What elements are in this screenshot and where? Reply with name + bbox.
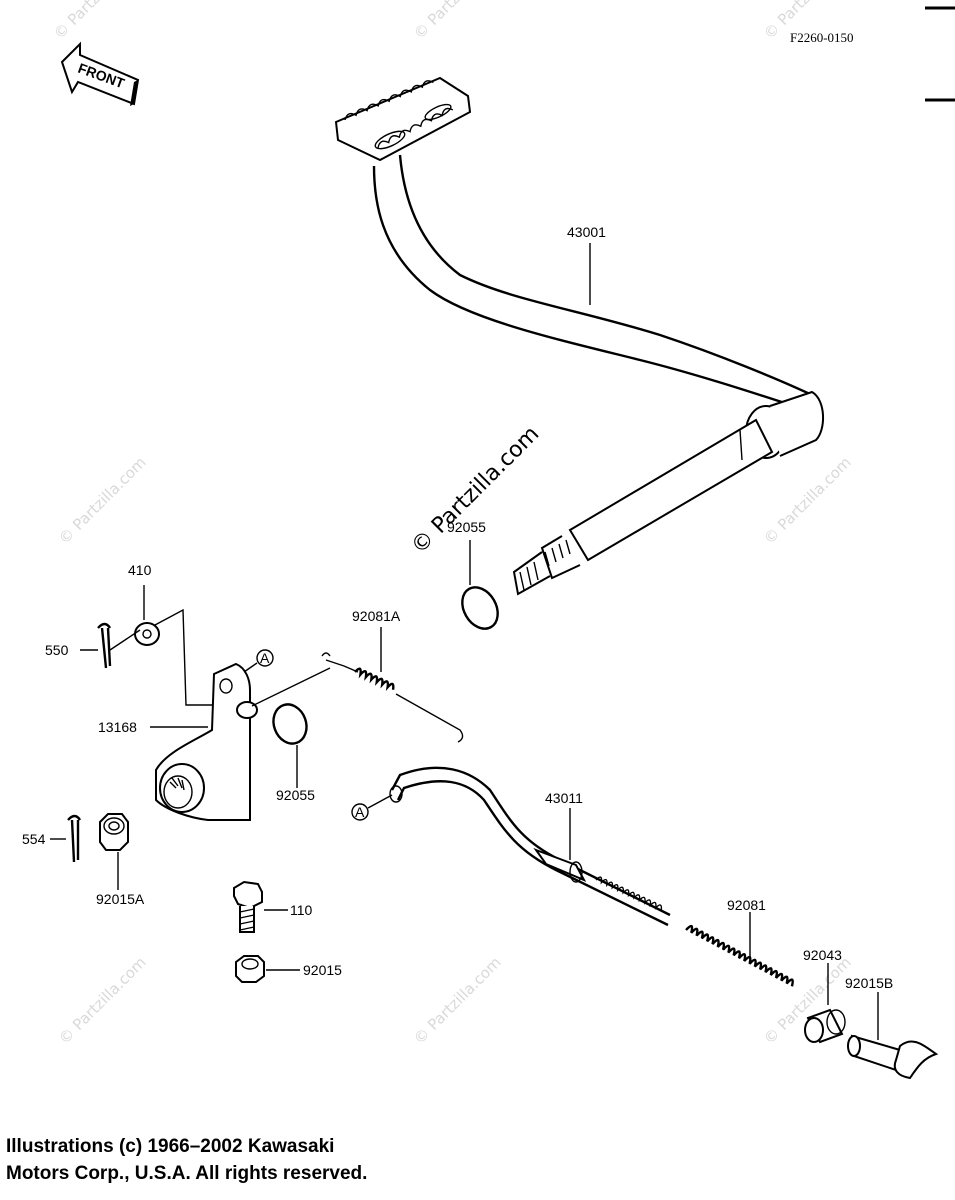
ref-a-top: A bbox=[260, 650, 270, 666]
collar-92043 bbox=[804, 1008, 846, 1044]
watermark: © Partzilla.com bbox=[50, 0, 145, 43]
callout-92015B: 92015B bbox=[845, 975, 893, 991]
o-ring-92055-top bbox=[461, 586, 499, 630]
callout-554: 554 bbox=[22, 831, 46, 847]
callout-92055-bottom: 92055 bbox=[276, 787, 315, 803]
front-arrow-icon: FRONT bbox=[60, 41, 140, 106]
spring-92081 bbox=[685, 924, 794, 987]
nut-92015A bbox=[99, 813, 129, 851]
callout-550: 550 bbox=[45, 642, 69, 658]
watermark: © Partzilla.com bbox=[410, 0, 505, 43]
brake-pedal-43001 bbox=[334, 76, 824, 596]
watermark: © Partzilla.com bbox=[55, 953, 150, 1048]
callout-13168: 13168 bbox=[98, 719, 137, 735]
callout-43001: 43001 bbox=[567, 224, 606, 240]
callout-92015A: 92015A bbox=[96, 891, 145, 907]
washer-410 bbox=[134, 622, 160, 646]
diagram-code: F2260-0150 bbox=[790, 30, 854, 45]
callout-92015: 92015 bbox=[303, 962, 342, 978]
footer-line-2: Motors Corp., U.S.A. All rights reserved… bbox=[6, 1163, 368, 1184]
watermark: © Partzilla.com bbox=[55, 453, 150, 548]
return-spring-92081A bbox=[251, 652, 464, 743]
copyright-footer: Illustrations (c) 1966–2002 Kawasaki Mot… bbox=[6, 1133, 367, 1187]
callout-92043: 92043 bbox=[803, 947, 842, 963]
callout-43011: 43011 bbox=[545, 790, 583, 806]
watermark: © Partzilla.com bbox=[410, 953, 505, 1048]
bolt-110 bbox=[233, 880, 263, 933]
o-ring-92055-bottom bbox=[272, 703, 308, 745]
watermark: © Partzilla.com bbox=[760, 453, 855, 548]
center-watermark: © Partzilla.com bbox=[407, 422, 545, 560]
callout-92055-top: 92055 bbox=[447, 519, 486, 535]
callout-110: 110 bbox=[290, 902, 313, 918]
callout-92081A: 92081A bbox=[352, 608, 401, 624]
brake-rod-43011 bbox=[389, 766, 671, 927]
footer-line-1: Illustrations (c) 1966–2002 Kawasaki bbox=[6, 1136, 335, 1157]
cotter-pin-550 bbox=[97, 622, 112, 669]
lever-13168 bbox=[155, 662, 258, 821]
callout-92081: 92081 bbox=[727, 897, 766, 913]
cotter-pin-554 bbox=[67, 814, 82, 863]
wing-nut-92015B bbox=[847, 1034, 939, 1080]
callout-410: 410 bbox=[128, 562, 152, 578]
nut-92015 bbox=[235, 955, 265, 983]
ref-a-bottom: A bbox=[355, 804, 365, 820]
